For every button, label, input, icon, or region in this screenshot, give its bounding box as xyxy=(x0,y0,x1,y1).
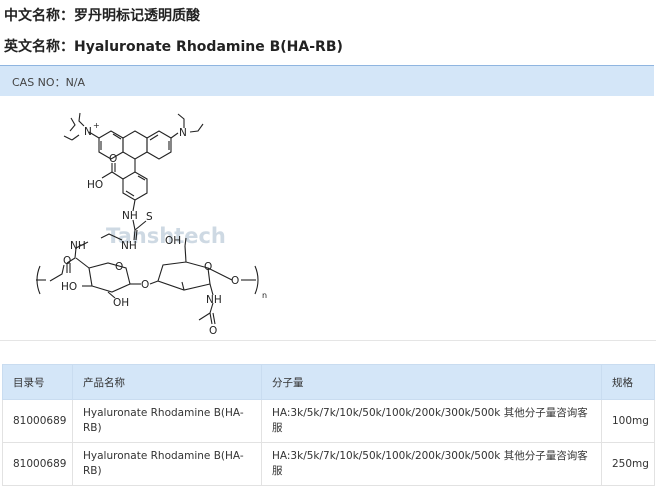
ho-acid-atom: HO xyxy=(87,179,103,191)
header-product-name: 产品名称 xyxy=(72,364,262,400)
o-ring1-atom: O xyxy=(115,261,123,273)
cell-product-name: Hyaluronate Rhodamine B(HA-RB) xyxy=(72,442,262,486)
o-acetyl-atom: O xyxy=(209,325,217,337)
nh-top-atom: NH xyxy=(122,210,138,222)
oh-top-atom: OH xyxy=(165,235,181,247)
plus-charge: + xyxy=(93,121,100,130)
header-catalog-no: 目录号 xyxy=(2,364,73,400)
chemical-structure-diagram: Tanshtech xyxy=(36,112,267,337)
nh-mid-atom: NH xyxy=(121,240,137,252)
table-row: 81000689 Hyaluronate Rhodamine B(HA-RB) … xyxy=(2,442,655,486)
cas-number-text: CAS NO：N/A xyxy=(12,76,86,89)
nh-acetyl-atom: NH xyxy=(206,294,222,306)
cell-molecular-weight: HA:3k/5k/7k/10k/50k/100k/200k/300k/500k … xyxy=(261,442,602,486)
n-plus-atom: N xyxy=(84,126,92,138)
table-header-row: 目录号 产品名称 分子量 规格 xyxy=(2,364,655,400)
cell-catalog-no: 81000689 xyxy=(2,399,73,443)
english-name-label: 英文名称： xyxy=(4,39,74,55)
cell-molecular-weight: HA:3k/5k/7k/10k/50k/100k/200k/300k/500k … xyxy=(261,399,602,443)
table-row: 81000689 Hyaluronate Rhodamine B(HA-RB) … xyxy=(2,399,655,443)
section-divider xyxy=(0,340,656,341)
header-molecular-weight: 分子量 xyxy=(261,364,602,400)
sulfur-atom: S xyxy=(146,211,153,223)
nh-left-atom: NH xyxy=(70,240,86,252)
cell-catalog-no: 81000689 xyxy=(2,442,73,486)
o-ring2-atom: O xyxy=(204,261,212,273)
cell-product-name: Hyaluronate Rhodamine B(HA-RB) xyxy=(72,399,262,443)
o-link-atom: O xyxy=(141,279,149,291)
o-chain-end-atom: O xyxy=(231,275,239,287)
repeat-n-label: n xyxy=(262,291,267,300)
chinese-name-value: 罗丹明标记透明质酸 xyxy=(74,8,200,24)
cell-spec: 100mg xyxy=(601,399,655,443)
english-name-line: 英文名称：Hyaluronate Rhodamine B(HA-RB) xyxy=(4,36,343,56)
cell-spec: 250mg xyxy=(601,442,655,486)
english-name-value: Hyaluronate Rhodamine B(HA-RB) xyxy=(74,39,343,55)
n-right-atom: N xyxy=(179,127,187,139)
watermark-text: Tanshtech xyxy=(106,224,226,248)
ho-glc-atom: HO xyxy=(61,281,77,293)
chinese-name-line: 中文名称：罗丹明标记透明质酸 xyxy=(4,5,200,25)
chinese-name-label: 中文名称： xyxy=(4,8,74,24)
o-amide-atom: O xyxy=(63,255,71,267)
o-acid-atom: O xyxy=(109,153,117,165)
product-table: 目录号 产品名称 分子量 规格 81000689 Hyaluronate Rho… xyxy=(2,364,655,486)
oh-glc-atom: OH xyxy=(113,297,129,309)
header-spec: 规格 xyxy=(601,364,655,400)
cas-number-bar: CAS NO：N/A xyxy=(0,65,654,96)
